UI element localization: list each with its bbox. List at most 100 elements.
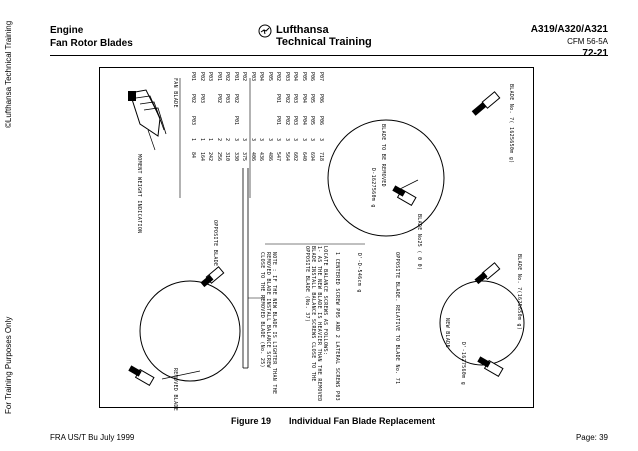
table-cell: 164 [198,152,205,162]
table-cell: P05 [309,116,315,126]
side-copyright: ©Lufthansa Technical Training [4,20,13,128]
table-cell: P05 [300,72,307,82]
table-row: P02 3 375 [241,72,247,166]
table-cell: 3 [249,138,256,142]
table-row: P07P06P063718 [318,72,324,166]
table-cell: 3 [292,138,298,142]
table-row: P01P022256 [216,72,222,166]
table-cell: P03 [207,72,213,82]
table-cell: P03 [190,116,196,126]
table-cell: P04 [300,94,307,104]
table-cell: P01 [215,72,222,82]
centered-screw-label: 1 CENTERED SCREW P05 AND 2 LATERAL SCREW… [334,252,340,401]
table-cell: 3 [283,138,290,142]
table-cell: 640 [300,152,307,162]
blade-opposite-icon [200,266,225,288]
d-weight-label: D'-D-546cm g [356,253,362,293]
table-cell: 602 [292,152,298,162]
table-cell: 84 [190,152,196,159]
header-engine: Engine [50,25,84,36]
table-row: P01P02P013330 [233,72,239,166]
table-cell: P07 [317,72,324,82]
table-row: P033406 [250,72,256,166]
fan-blade-column-label: FAN BLADE [172,78,178,108]
table-cell: P01 [275,116,281,126]
table-cell: 3 [275,138,281,142]
table-cell: 3 [309,138,315,142]
table-cell: P03 [292,116,298,126]
table-cell: 1 [207,138,213,142]
header-divider [50,55,608,56]
table-cell: 718 [317,152,324,162]
figure-title: Individual Fan Blade Replacement [289,416,436,426]
note-block: NOTE : IF THE NEW BLADE IS LIGHTER THAN … [259,252,277,394]
table-cell: P02 [232,94,239,104]
blade-to-be-removed-label: BLADE TO BE REMOVED [380,124,386,187]
figure-frame: BLADE No. 7( 1625650m g) BLADE TO BE REM… [99,67,534,411]
table-row: P06P05P053694 [309,72,315,166]
fan-blade-diagram [128,78,525,387]
note-line: CLOSE TO THE REMOVED BLADE (No. 25) [259,252,265,368]
table-cell: 547 [275,152,281,162]
table-row: P05P04P043640 [301,72,307,166]
locate-instructions: LOCATE BALANCE SCREWS AS FOLLOWS: 1- AS … [304,246,328,402]
opposite-blade-label: OPPOSITE BLADE [212,220,218,267]
blade-left-removed-icon [128,365,155,387]
table-row: P04 3 436 [258,72,264,166]
table-cell: 3 [266,138,273,142]
lufthansa-logo: Lufthansa Technical Training [258,24,372,48]
table-row: P031242 [207,72,213,166]
locate-line: 1- AS THE NEW BLADE IS HEAVIER THAN THE … [316,246,322,402]
table-cell: P06 [309,72,315,82]
table-cell: 564 [283,152,290,162]
relative-to-blade-label: OPPOSITE BLADE. RELATIVE TO BLADE No. 71 [394,252,400,385]
table-cell: P05 [266,72,273,82]
top-right-blade-label: BLADE No. 7( 1625650m g) [508,84,514,164]
table-row: P053486 [267,72,273,166]
blade-weight-top: D-1627560m g [370,168,376,208]
bottom-right-blade-label: BLADE No. 7(1625650m g) [516,254,522,331]
table-cell: P02 [241,72,247,82]
table-cell: P04 [300,116,307,126]
crane-logo-icon [258,24,272,38]
table-cell: 330 [232,152,239,162]
fan-circle-top [327,119,445,237]
table-cell: P01 [232,116,239,126]
table-cell: 3 [241,138,247,142]
table-cell: 375 [241,152,247,162]
table-cell: P02 [283,116,290,126]
table-cell: 2 [224,138,230,142]
table-cell: P04 [292,72,298,82]
table-cell: 3 [232,138,239,142]
table-cell: P05 [309,94,315,104]
header-ata-chapter: 72-21 [582,48,608,59]
table-cell: 256 [215,152,222,162]
table-cell: P01 [190,72,196,82]
table-cell: 436 [258,152,264,162]
header-subject: Fan Rotor Blades [50,38,133,49]
table-cell: P02 [275,72,281,82]
note-line: NOTE : IF THE NEW BLADE IS LIGHTER THAN … [271,252,277,395]
table-cell: 406 [249,152,256,162]
blade-new-icon [477,356,504,378]
logo-line-2: Technical Training [276,36,372,48]
table-cell: P04 [258,72,264,82]
table-row: P04P03P033602 [292,72,298,166]
table-cell: 3 [258,138,264,142]
header-right: A319/A320/A321 CFM 56-5A 72-21 [531,24,608,60]
fan-blade-stack-icon [128,89,167,137]
weight-table [179,78,251,369]
table-cell: 694 [309,152,315,162]
table-cell: P02 [198,72,205,82]
footer-page: Page: 39 [575,433,608,442]
table-cell: 2 [215,138,222,142]
table-row: P03P02P023564 [284,72,290,166]
moment-weight-label: MOMENT WEIGHT INDICATION [136,154,142,234]
table-cell: P03 [198,94,205,104]
table-row: P01P02P03184 [190,72,196,166]
table-cell: 3 [300,138,307,142]
d-prime-label: D'-1627560m g [460,342,466,386]
table-cell: P06 [317,116,324,126]
footer-date: FRA US/T Bu July 1999 [50,433,135,442]
